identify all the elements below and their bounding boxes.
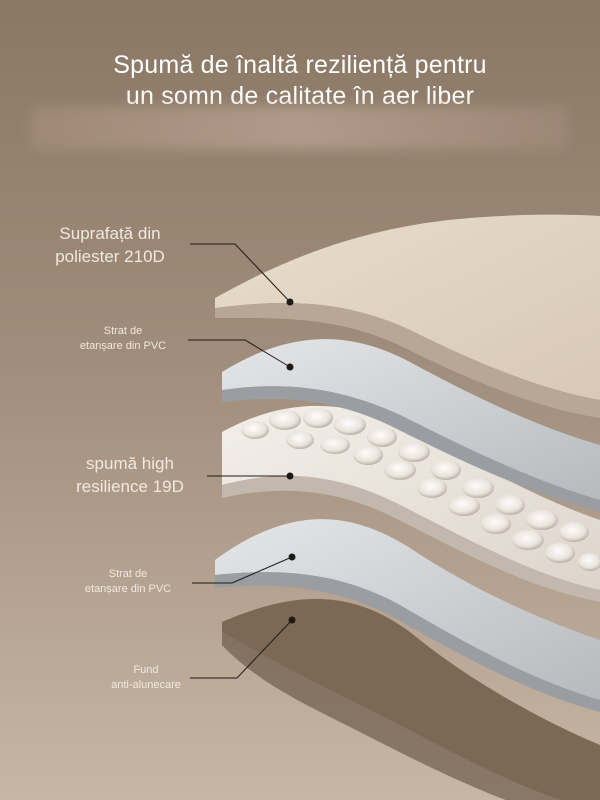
- callout-dots: [286, 298, 296, 624]
- layer-label-bottom: Fund anti-alunecare: [111, 664, 181, 691]
- layer-label-foam: spumă high resilience 19D: [76, 454, 184, 496]
- upper-pvc-shape: [222, 339, 600, 500]
- bottom-layer-shape: [222, 599, 600, 800]
- headline-line-1: Spumă de înaltă reziliență pentru: [113, 51, 487, 79]
- foam-texture: [241, 408, 600, 571]
- headline: Spumă de înaltă reziliență pentru un som…: [0, 50, 600, 112]
- layer-label-polyester: Suprafață din poliester 210D: [55, 224, 165, 266]
- layer-label-lower-pvc: Strat de etanșare din PVC: [84, 568, 172, 595]
- layer-label-upper-pvc: Strat de etanșare din PVC: [79, 325, 167, 352]
- blurred-banner: [30, 106, 570, 150]
- headline-line-2: un somn de calitate în aer liber: [125, 82, 475, 110]
- lower-pvc-shape: [215, 519, 600, 700]
- polyester-shape: [215, 214, 600, 400]
- foam-shape: [222, 405, 600, 590]
- callout-lines: [188, 243, 293, 679]
